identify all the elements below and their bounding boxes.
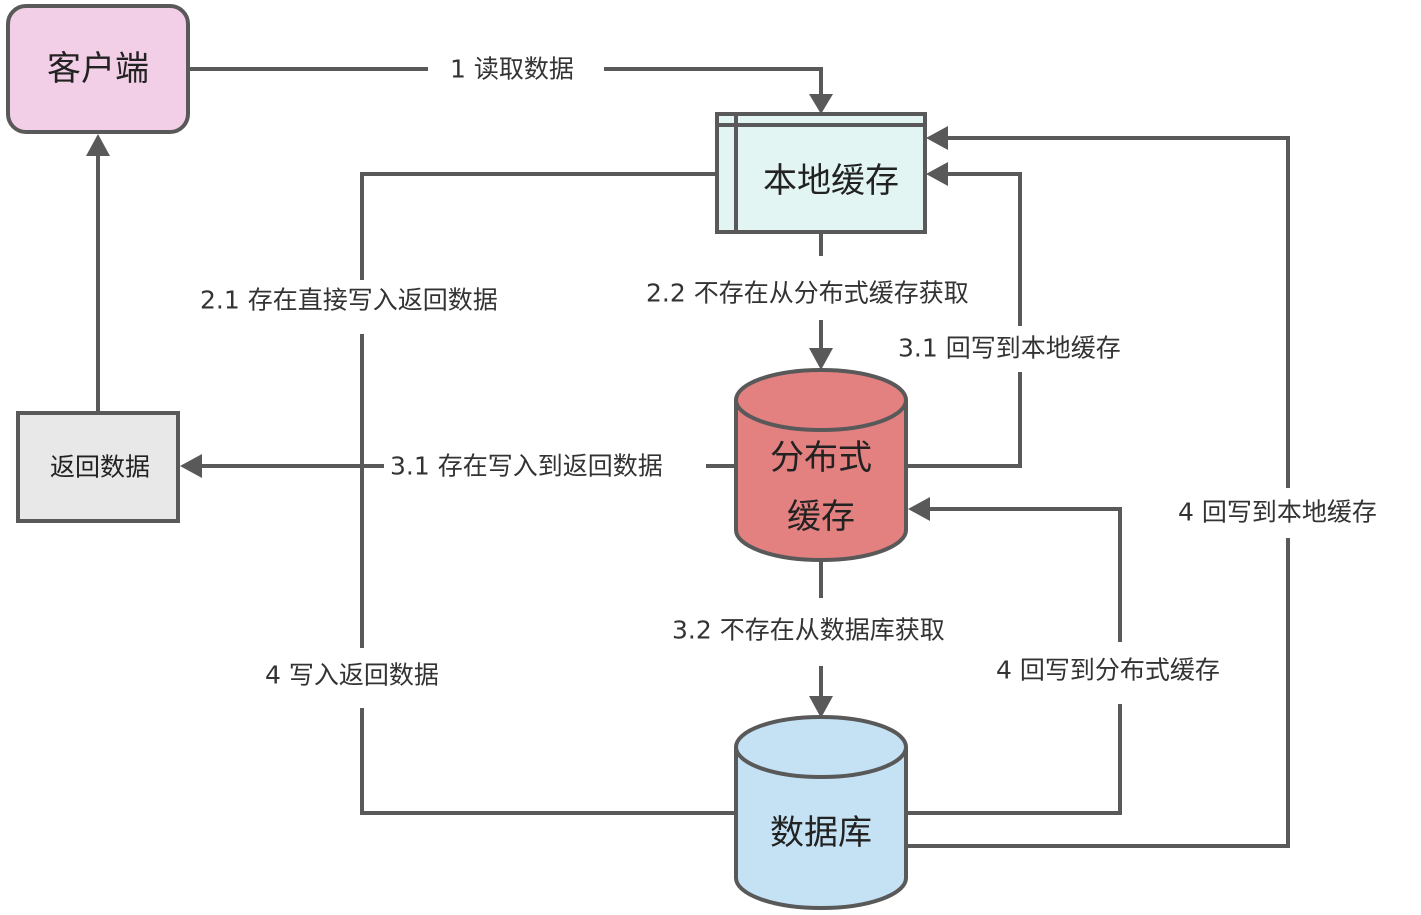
svg-text:4 回写到分布式缓存: 4 回写到分布式缓存 (996, 656, 1220, 685)
svg-text:3.1 回写到本地缓存: 3.1 回写到本地缓存 (898, 334, 1121, 363)
svg-text:1 读取数据: 1 读取数据 (450, 55, 574, 84)
edge-label-get-from-db: 3.2 不存在从数据库获取 (668, 598, 978, 666)
arrow-up-icon (86, 134, 110, 156)
arrow-left-icon (180, 454, 202, 478)
node-distributed-cache[interactable]: 分布式 缓存 (734, 368, 908, 562)
svg-text:2.2 不存在从分布式缓存获取: 2.2 不存在从分布式缓存获取 (646, 279, 969, 308)
edge-label-writeback-local-3-1: 3.1 回写到本地缓存 (892, 326, 1144, 372)
node-local-cache-label: 本地缓存 (763, 161, 899, 201)
svg-text:4 写入返回数据: 4 写入返回数据 (265, 661, 439, 690)
svg-text:2.1 存在直接写入返回数据: 2.1 存在直接写入返回数据 (200, 286, 498, 315)
node-distributed-cache-label-line1: 分布式 (770, 438, 872, 478)
node-client[interactable]: 客户端 (6, 4, 190, 134)
node-return-data-label: 返回数据 (50, 453, 150, 482)
edge-db-to-return (360, 466, 736, 815)
node-local-cache[interactable]: 本地缓存 (715, 112, 927, 234)
edge-label-read-data: 1 读取数据 (428, 50, 604, 88)
node-database[interactable]: 数据库 (734, 715, 908, 910)
svg-text:3.1 存在写入到返回数据: 3.1 存在写入到返回数据 (390, 452, 663, 481)
arrow-down-icon (809, 348, 833, 370)
node-return-data[interactable]: 返回数据 (16, 411, 180, 523)
edge-label-writeback-dist: 4 回写到分布式缓存 (990, 642, 1250, 704)
arrow-left-icon (908, 497, 930, 521)
edge-label-write-return-4: 4 写入返回数据 (258, 648, 468, 708)
arrow-left-icon (926, 126, 948, 150)
edge-label-writeback-local-4: 4 回写到本地缓存 (1174, 488, 1406, 538)
node-client-label: 客户端 (47, 49, 149, 89)
edge-dist-to-local (907, 162, 1022, 468)
node-distributed-cache-label-line2: 缓存 (787, 497, 855, 537)
edge-read-data (189, 67, 833, 114)
arrow-left-icon (926, 162, 948, 186)
node-database-label: 数据库 (770, 813, 872, 853)
edge-return-to-client (86, 134, 110, 411)
edge-label-get-from-dist: 2.2 不存在从分布式缓存获取 (640, 256, 1002, 320)
svg-text:4 回写到本地缓存: 4 回写到本地缓存 (1178, 498, 1377, 527)
arrow-down-icon (809, 696, 833, 718)
arrow-down-icon (809, 94, 833, 114)
edge-label-exists-write-return: 2.1 存在直接写入返回数据 (195, 280, 530, 334)
edge-local-cache-to-return (360, 172, 717, 466)
edge-db-to-local (907, 126, 1290, 848)
edge-label-exists-write-to-return: 3.1 存在写入到返回数据 (384, 446, 706, 486)
svg-text:3.2 不存在从数据库获取: 3.2 不存在从数据库获取 (672, 616, 945, 645)
